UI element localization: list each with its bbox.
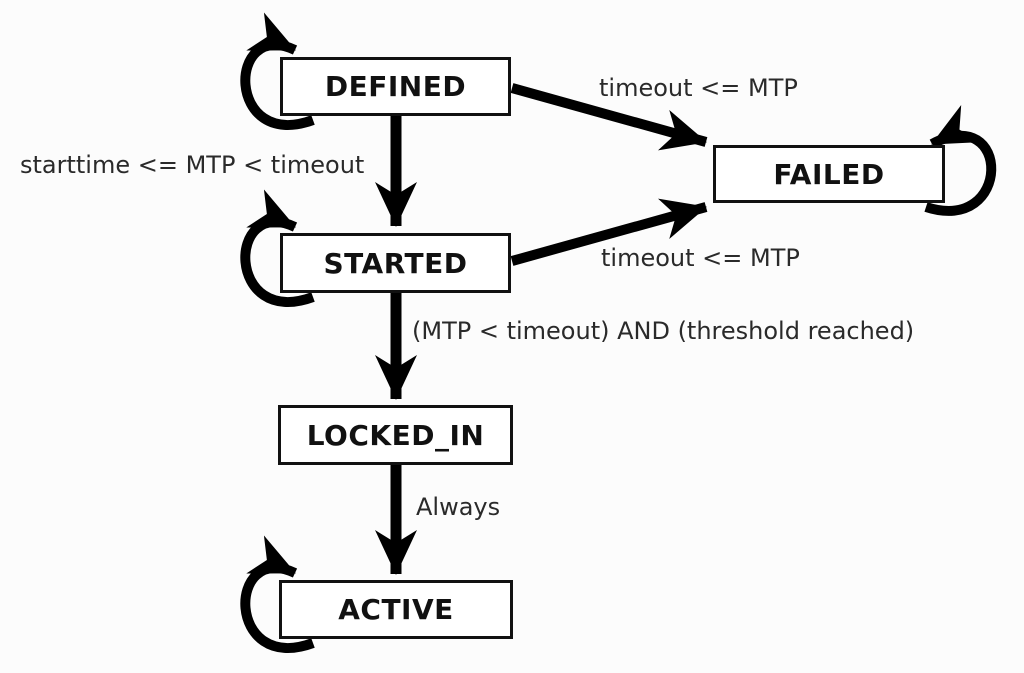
edge-label-started-to-locked-in: (MTP < timeout) AND (threshold reached) — [412, 317, 915, 345]
edge-label-started-to-failed: timeout <= MTP — [601, 244, 800, 272]
self-loop-active — [240, 535, 315, 653]
self-loop-defined — [240, 12, 315, 130]
state-label-locked-in: LOCKED_IN — [306, 418, 485, 452]
state-box-defined: DEFINED — [280, 57, 511, 116]
state-label-active: ACTIVE — [338, 593, 454, 626]
state-box-started: STARTED — [280, 233, 511, 293]
self-loop-failed — [924, 104, 997, 216]
edge-label-defined-to-failed: timeout <= MTP — [599, 74, 798, 102]
state-label-defined: DEFINED — [324, 70, 467, 103]
edge-label-locked-in-to-active: Always — [416, 493, 501, 521]
state-box-active: ACTIVE — [279, 580, 513, 639]
self-loop-started — [240, 189, 315, 307]
state-label-started: STARTED — [323, 246, 468, 280]
state-label-failed: FAILED — [773, 157, 885, 191]
arrow-started-to-failed — [510, 198, 708, 266]
state-box-failed: FAILED — [713, 145, 945, 203]
edge-label-defined-to-started: starttime <= MTP < timeout — [20, 151, 365, 179]
state-box-locked-in: LOCKED_IN — [278, 405, 513, 465]
arrow-defined-to-failed — [510, 83, 708, 151]
